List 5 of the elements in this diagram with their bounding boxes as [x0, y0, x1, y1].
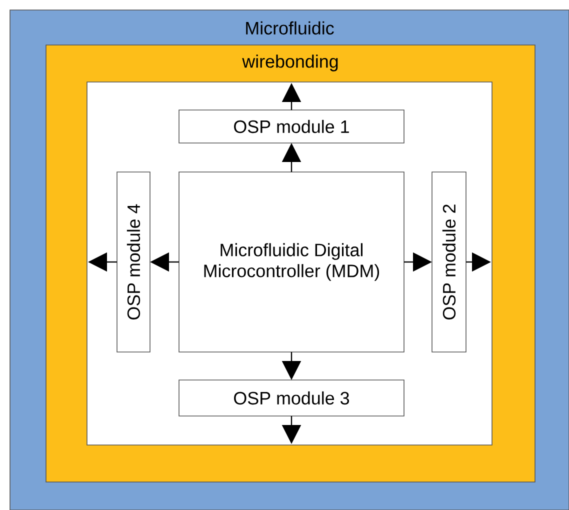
- controller-box: Microfluidic Digital Microcontroller (MDM): [178, 172, 404, 352]
- module-box: OSP module 2: [432, 172, 466, 352]
- module-box: OSP module 3: [178, 380, 404, 416]
- module-box: OSP module 1: [178, 110, 404, 144]
- module-box: OSP module 4: [116, 172, 150, 352]
